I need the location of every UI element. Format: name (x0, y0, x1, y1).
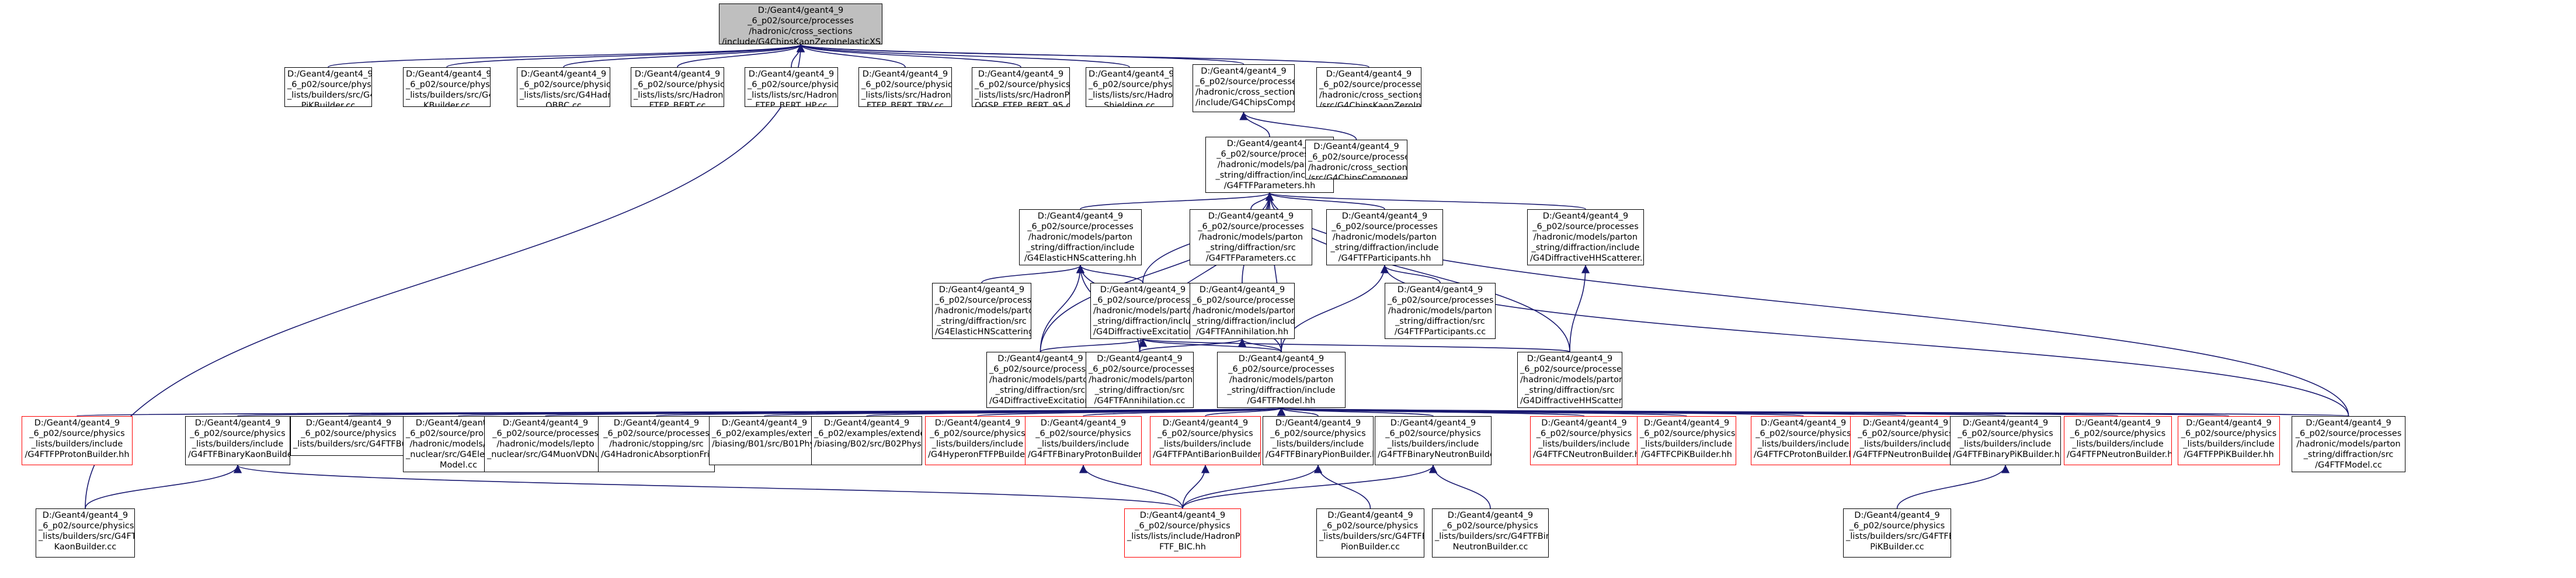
edge-n20-to-n15 (1380, 265, 1441, 283)
graph-node-b12[interactable]: D:/Geant4/geant4_9 _6_p02/source/physics… (1263, 416, 1374, 465)
graph-node-n18[interactable]: D:/Geant4/geant4_9 _6_p02/source/process… (1090, 283, 1195, 339)
graph-node-n19[interactable]: D:/Geant4/geant4_9 _6_p02/source/process… (1190, 283, 1295, 339)
edge-b21-to-n23 (1279, 407, 2349, 417)
graph-node-b21[interactable]: D:/Geant4/geant4_9 _6_p02/source/process… (2292, 416, 2405, 472)
graph-node-b2[interactable]: D:/Geant4/geant4_9 _6_p02/source/physics… (185, 416, 290, 465)
graph-node-c2[interactable]: D:/Geant4/geant4_9 _6_p02/source/physics… (1124, 508, 1241, 558)
graph-node-n9[interactable]: D:/Geant4/geant4_9 _6_p02/source/process… (1193, 64, 1295, 112)
edge-n1-to-root (328, 44, 805, 68)
graph-node-b5[interactable]: D:/Geant4/geant4_9 _6_p02/source/process… (484, 416, 607, 472)
graph-node-n4[interactable]: D:/Geant4/geant4_9 _6_p02/source/physics… (631, 67, 724, 107)
edge-n23-to-n19 (1237, 338, 1282, 352)
graph-node-b14[interactable]: D:/Geant4/geant4_9 _6_p02/source/physics… (1530, 416, 1638, 465)
graph-node-n2[interactable]: D:/Geant4/geant4_9 _6_p02/source/physics… (403, 67, 491, 107)
graph-node-n8[interactable]: D:/Geant4/geant4_9 _6_p02/source/physics… (1086, 67, 1173, 107)
graph-node-c3[interactable]: D:/Geant4/geant4_9 _6_p02/source/physics… (1316, 508, 1424, 558)
graph-node-n20[interactable]: D:/Geant4/geant4_9 _6_p02/source/process… (1385, 283, 1496, 339)
edge-c2-to-b11 (1182, 465, 1210, 509)
edge-n23-to-n15 (1281, 265, 1389, 352)
graph-node-n7[interactable]: D:/Geant4/geant4_9 _6_p02/source/physics… (972, 67, 1070, 107)
edge-b13-to-n23 (1277, 407, 1434, 417)
graph-node-b10[interactable]: D:/Geant4/geant4_9 _6_p02/source/physics… (1025, 416, 1142, 465)
graph-node-n5[interactable]: D:/Geant4/geant4_9 _6_p02/source/physics… (745, 67, 838, 107)
graph-node-n24[interactable]: D:/Geant4/geant4_9 _6_p02/source/process… (1517, 352, 1622, 408)
graph-node-b6[interactable]: D:/Geant4/geant4_9 _6_p02/source/process… (598, 416, 715, 472)
edge-c2-to-b10 (1079, 465, 1183, 509)
graph-node-n6[interactable]: D:/Geant4/geant4_9 _6_p02/source/physics… (858, 67, 952, 107)
edge-n6-to-root (796, 44, 906, 68)
edge-n3-to-root (563, 44, 805, 68)
graph-node-n1[interactable]: D:/Geant4/geant4_9 _6_p02/source/physics… (284, 67, 372, 107)
edge-c1-to-b2 (85, 465, 242, 509)
edge-n16-to-n11 (1266, 192, 1586, 210)
graph-node-n22[interactable]: D:/Geant4/geant4_9 _6_p02/source/process… (1086, 352, 1194, 408)
edge-n24-to-n16 (1569, 265, 1590, 352)
graph-node-n10[interactable]: D:/Geant4/geant4_9 _6_p02/source/process… (1316, 67, 1421, 107)
edge-c5-to-b18 (1896, 465, 2010, 509)
graph-node-b19[interactable]: D:/Geant4/geant4_9 _6_p02/source/physics… (2064, 416, 2172, 465)
graph-node-b17[interactable]: D:/Geant4/geant4_9 _6_p02/source/physics… (1850, 416, 1961, 465)
graph-node-n12[interactable]: D:/Geant4/geant4_9 _6_p02/source/process… (1305, 140, 1407, 179)
graph-node-n13[interactable]: D:/Geant4/geant4_9 _6_p02/source/process… (1019, 209, 1142, 265)
graph-node-n21[interactable]: D:/Geant4/geant4_9 _6_p02/source/process… (986, 352, 1094, 408)
edge-n21-to-n18 (1040, 338, 1147, 352)
graph-node-b3[interactable]: D:/Geant4/geant4_9 _6_p02/source/physics… (290, 416, 407, 456)
edge-n7-to-root (797, 44, 1021, 68)
edge-c2-to-b12 (1182, 465, 1323, 509)
graph-node-n3[interactable]: D:/Geant4/geant4_9 _6_p02/source/physics… (517, 67, 610, 107)
edge-n10-to-root (797, 44, 1369, 68)
edge-n22-to-n19 (1139, 338, 1246, 352)
graph-node-b16[interactable]: D:/Geant4/geant4_9 _6_p02/source/physics… (1751, 416, 1856, 465)
edge-c3-to-b12 (1313, 465, 1371, 509)
graph-node-b15[interactable]: D:/Geant4/geant4_9 _6_p02/source/physics… (1637, 416, 1736, 465)
graph-node-n11[interactable]: D:/Geant4/geant4_9 _6_p02/source/process… (1205, 137, 1334, 193)
graph-node-b1[interactable]: D:/Geant4/geant4_9 _6_p02/source/physics… (22, 416, 133, 465)
edge-c2-to-b13 (1182, 465, 1438, 509)
graph-node-n17[interactable]: D:/Geant4/geant4_9 _6_p02/source/process… (932, 283, 1031, 339)
graph-node-b9[interactable]: D:/Geant4/geant4_9 _6_p02/source/physics… (925, 416, 1030, 465)
edge-b10-to-n23 (1083, 407, 1285, 417)
graph-node-c5[interactable]: D:/Geant4/geant4_9 _6_p02/source/physics… (1843, 508, 1951, 558)
graph-node-root: D:/Geant4/geant4_9 _6_p02/source/process… (719, 4, 882, 44)
graph-node-b20[interactable]: D:/Geant4/geant4_9 _6_p02/source/physics… (2178, 416, 2280, 465)
graph-node-n16[interactable]: D:/Geant4/geant4_9 _6_p02/source/process… (1527, 209, 1644, 265)
edge-c2-to-b2 (234, 465, 1183, 509)
edge-n23-to-n18 (1139, 338, 1282, 352)
edge-n21-to-n13 (1040, 265, 1085, 352)
graph-node-n15[interactable]: D:/Geant4/geant4_9 _6_p02/source/process… (1326, 209, 1443, 265)
graph-node-b8[interactable]: D:/Geant4/geant4_9 _6_p02/examples/exten… (811, 416, 922, 465)
edge-n24-to-n18 (1139, 338, 1570, 352)
edge-n8-to-root (797, 44, 1130, 68)
graph-node-b18[interactable]: D:/Geant4/geant4_9 _6_p02/source/physics… (1950, 416, 2061, 465)
graph-node-b13[interactable]: D:/Geant4/geant4_9 _6_p02/source/physics… (1375, 416, 1492, 465)
edge-n12-to-n9 (1239, 112, 1357, 140)
edge-n13-to-n11 (1080, 192, 1274, 210)
edge-n4-to-root (677, 44, 805, 68)
graph-node-n23[interactable]: D:/Geant4/geant4_9 _6_p02/source/process… (1217, 352, 1346, 408)
graph-node-b7[interactable]: D:/Geant4/geant4_9 _6_p02/examples/exten… (709, 416, 820, 465)
graph-node-n14[interactable]: D:/Geant4/geant4_9 _6_p02/source/process… (1190, 209, 1312, 265)
edge-n2-to-root (446, 44, 805, 68)
edge-n17-to-n13 (981, 265, 1085, 283)
graph-node-b11[interactable]: D:/Geant4/geant4_9 _6_p02/source/physics… (1150, 416, 1261, 465)
edge-c4-to-b13 (1428, 465, 1491, 509)
edge-n15-to-n11 (1265, 192, 1385, 210)
graph-node-c1[interactable]: D:/Geant4/geant4_9 _6_p02/source/physics… (36, 508, 135, 558)
graph-node-c4[interactable]: D:/Geant4/geant4_9 _6_p02/source/physics… (1432, 508, 1549, 558)
